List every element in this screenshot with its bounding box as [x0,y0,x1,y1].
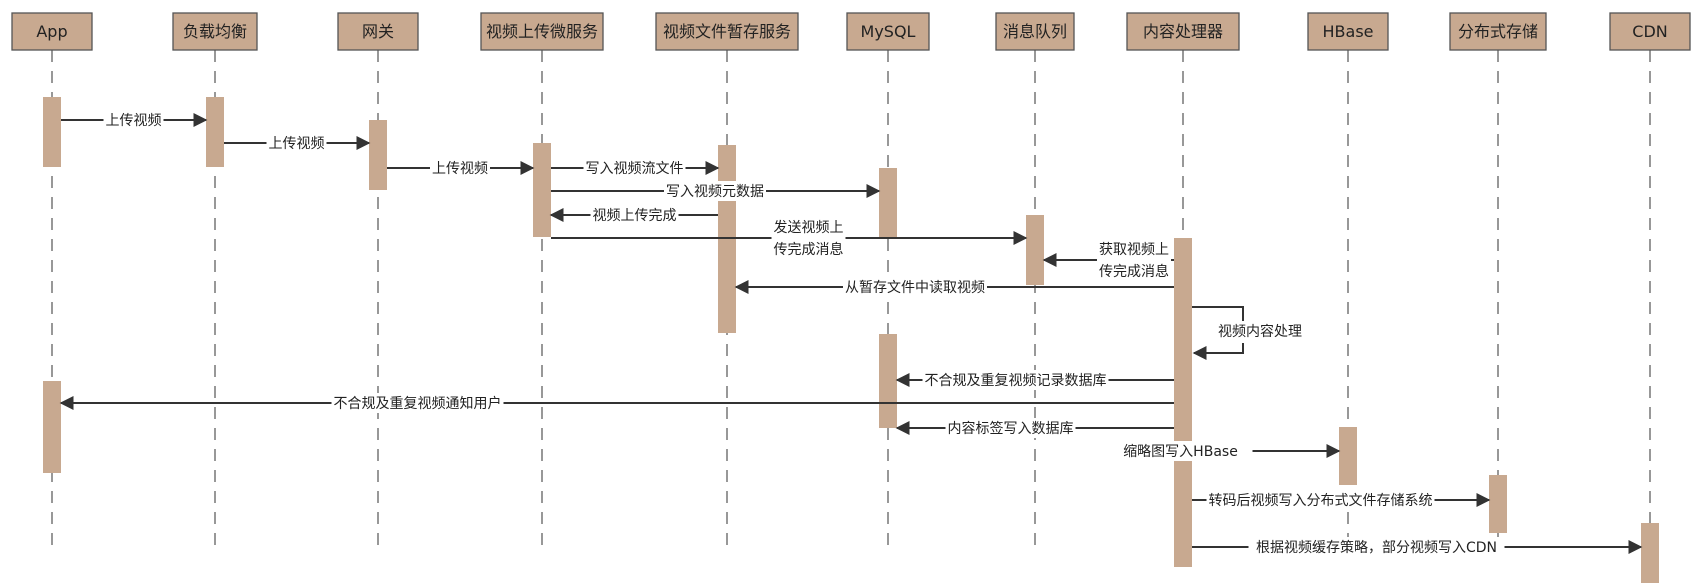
message: 转码后视频写入分布式文件存储系统 [1192,490,1491,510]
message-label: 不合规及重复视频通知用户 [334,395,502,412]
actor-gw: 网关 [337,12,419,51]
actor-tmp: 视频文件暂存服务 [655,12,799,51]
label-background [331,393,504,413]
label-background [430,158,490,178]
message: 缩略图写入HBase [1108,441,1341,461]
actor-box [995,12,1075,51]
message: 上传视频 [61,110,208,130]
message: 从暂存文件中读取视频 [734,277,1174,297]
message-label: 上传视频 [106,113,162,129]
activation-bar-cdn [1641,523,1659,583]
message-label: 上传视频 [269,136,325,152]
actor-app: App [11,12,93,51]
actor-box [1449,12,1547,51]
actor-label: HBase [1323,22,1374,41]
actor-label: App [36,22,67,41]
activation-bar-app [43,381,61,473]
actor-box [11,12,93,51]
activation-bar-mysql [879,334,897,428]
activation-bar-app [43,97,61,167]
message-label: 写入视频元数据 [666,184,764,200]
actor-label: 视频上传微服务 [486,22,598,41]
message: 上传视频 [387,158,535,178]
message-label: 视频内容处理 [1218,323,1302,340]
label-background [843,277,987,297]
label-background [1108,441,1253,461]
actor-box [480,12,604,51]
message: 视频上传完成 [549,205,718,225]
label-background [1097,240,1171,284]
label-background [1206,321,1314,343]
message: 内容标签写入数据库 [895,418,1174,438]
actor-label: CDN [1632,22,1667,41]
actor-box [1126,12,1240,51]
actor-box [1609,12,1691,51]
actor-label: 消息队列 [1003,22,1067,41]
message-label: 发送视频上传完成消息 [774,220,844,258]
label-background [945,418,1076,438]
actor-upload: 视频上传微服务 [480,12,604,51]
actor-box [846,12,930,51]
actor-label: 视频文件暂存服务 [663,22,791,41]
activation-bar-mq [1026,215,1044,285]
label-background [1248,537,1505,557]
message: 根据视频缓存策略，部分视频写入CDN [1192,537,1643,557]
actor-proc: 内容处理器 [1126,12,1240,51]
activation-bar-gw [369,120,387,190]
actor-label: 负载均衡 [183,22,247,41]
label-background [922,370,1109,390]
actor-mq: 消息队列 [995,12,1075,51]
actor-dfs: 分布式存储 [1449,12,1547,51]
activation-bar-proc [1174,238,1192,567]
label-background [103,110,164,130]
actor-lb: 负载均衡 [172,12,258,51]
activation-bar-lb [206,97,224,167]
message: 上传视频 [224,133,371,153]
actor-label: 网关 [362,22,394,41]
message: 视频内容处理 [1192,306,1314,360]
message-label: 根据视频缓存策略，部分视频写入CDN [1256,539,1497,556]
label-background [266,133,327,153]
label-background [583,158,686,178]
actor-label: 分布式存储 [1458,22,1538,41]
actor-label: 内容处理器 [1143,22,1223,41]
actor-label: MySQL [861,22,916,41]
message: 发送视频上传完成消息 [551,218,1028,262]
label-background [1206,490,1435,510]
activation-bar-mysql [879,168,897,237]
actor-hbase: HBase [1307,12,1389,51]
actor-mysql: MySQL [846,12,930,51]
actor-box [337,12,419,51]
message-label: 缩略图写入HBase [1123,444,1238,460]
message-label: 内容标签写入数据库 [948,420,1074,437]
actor-box [1307,12,1389,51]
activation-bar-upload [533,143,551,237]
message-label: 转码后视频写入分布式文件存储系统 [1209,493,1433,509]
activation-bar-hbase [1339,427,1357,485]
label-background [590,205,679,225]
message: 不合规及重复视频记录数据库 [895,370,1174,390]
actor-box [655,12,799,51]
message-label: 获取视频上传完成消息 [1099,242,1169,280]
actor-box [172,12,258,51]
activation-bar-dfs [1489,475,1507,533]
message: 写入视频流文件 [551,158,720,178]
message: 获取视频上传完成消息 [1042,240,1174,284]
message-label: 上传视频 [432,161,488,177]
label-background [664,181,766,201]
message-label: 不合规及重复视频记录数据库 [925,372,1107,389]
message-label: 写入视频流文件 [586,161,684,177]
actor-cdn: CDN [1609,12,1691,51]
message-label: 视频上传完成 [593,208,677,224]
label-background [771,218,846,262]
message: 写入视频元数据 [551,181,881,201]
message: 不合规及重复视频通知用户 [59,393,1174,413]
message-label: 从暂存文件中读取视频 [845,279,985,296]
